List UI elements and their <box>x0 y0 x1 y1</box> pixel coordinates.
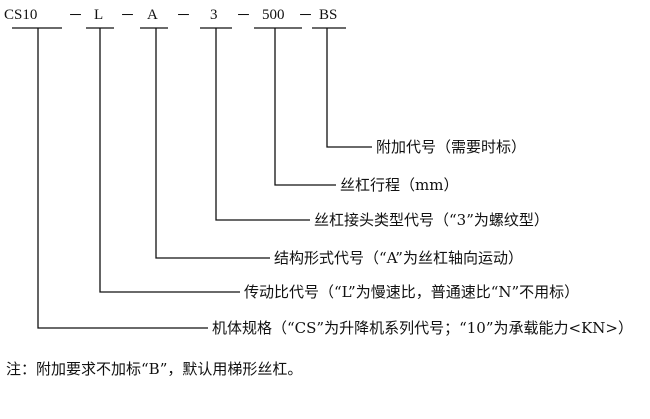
desc-ratio-code: 传动比代号（“L”为慢速比，普通速比“N”不用标） <box>244 283 580 301</box>
footnote: 注：附加要求不加标“B”，默认用梯形丝杠。 <box>6 360 303 378</box>
code-500: 500 <box>262 7 285 23</box>
leader-l <box>99 28 240 293</box>
desc-joint-type: 丝杠接头类型代号（“3”为螺纹型） <box>314 211 549 229</box>
code-a: A <box>147 7 158 23</box>
desc-body-spec: 机体规格（“CS”为升降机系列代号；“10”为承载能力<KN>） <box>212 319 633 337</box>
leader-500 <box>274 28 336 186</box>
separator-4: － <box>236 6 252 24</box>
code-l: L <box>94 7 104 23</box>
desc-structure-type: 结构形式代号（“A”为丝杠轴向运动） <box>274 249 523 267</box>
code-cs10: CS10 <box>4 7 38 23</box>
desc-screw-stroke: 丝杠行程（mm） <box>340 176 459 194</box>
separator-5: － <box>298 6 314 24</box>
separator-3: － <box>176 6 192 24</box>
code-3: 3 <box>210 7 218 23</box>
leader-cs10 <box>37 28 208 329</box>
leader-a <box>155 28 270 259</box>
leader-3 <box>215 28 310 221</box>
leader-bs <box>326 28 372 148</box>
code-bs: BS <box>319 7 338 23</box>
separator-2: － <box>120 6 136 24</box>
desc-attachment-code: 附加代号（需要时标） <box>376 138 527 156</box>
separator-1: － <box>68 6 84 24</box>
